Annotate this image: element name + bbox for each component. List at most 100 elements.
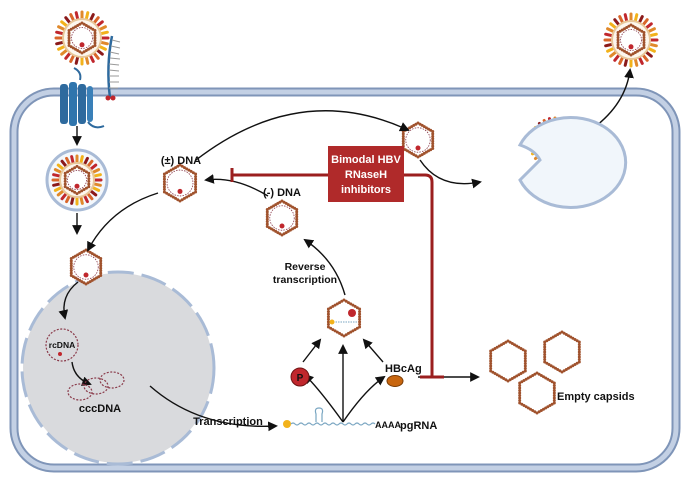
surface-protein bbox=[79, 195, 84, 205]
cccdna-label: cccDNA bbox=[79, 403, 121, 415]
surface-protein bbox=[613, 18, 621, 27]
surface-protein bbox=[644, 50, 653, 58]
viral-genome bbox=[71, 27, 93, 49]
surface-protein bbox=[74, 11, 80, 21]
virion-in-endosome bbox=[45, 148, 109, 212]
surface-protein bbox=[88, 189, 98, 197]
surface-protein bbox=[56, 163, 66, 171]
multivesicular-body bbox=[517, 116, 628, 209]
encapsidated-pgrna bbox=[329, 309, 358, 325]
polya-tail: AAAA bbox=[375, 420, 401, 430]
arrow-minus-to-plusminus bbox=[204, 174, 269, 197]
virion-entering bbox=[54, 10, 110, 66]
transcription-label: Transcription bbox=[193, 416, 263, 428]
surface-protein bbox=[648, 42, 658, 48]
ntcp-receptor bbox=[60, 67, 105, 129]
surface-protein bbox=[92, 182, 102, 187]
surface-protein bbox=[52, 173, 62, 178]
surface-protein bbox=[64, 51, 72, 60]
surface-protein bbox=[92, 51, 100, 60]
surface-protein bbox=[84, 11, 90, 21]
pgrna-strand bbox=[290, 422, 376, 426]
plus-minus-dna-label: (±) DNA bbox=[161, 155, 201, 167]
rcdna-label: rcDNA bbox=[49, 340, 75, 350]
capsid-shell bbox=[67, 21, 97, 55]
polymerase-label: P bbox=[297, 373, 304, 384]
surface-protein bbox=[633, 57, 639, 67]
arrow-to-secretion bbox=[195, 110, 410, 161]
surface-protein bbox=[86, 191, 94, 201]
surface-protein bbox=[69, 13, 76, 23]
capsid-shell bbox=[265, 199, 299, 237]
cccdna-circles bbox=[67, 371, 125, 401]
surface-protein bbox=[606, 27, 616, 34]
surface-protein bbox=[88, 13, 95, 23]
inhibitor-label-line1: Bimodal HBV bbox=[331, 154, 401, 166]
inhibitor-label-line2: RNaseH bbox=[345, 169, 387, 181]
arrows bbox=[58, 68, 634, 432]
inhibitor-lines bbox=[230, 168, 444, 379]
surface-protein bbox=[55, 40, 65, 46]
surface-protein bbox=[609, 50, 618, 58]
polymerase-dot bbox=[79, 42, 85, 48]
polymerase-dot bbox=[83, 272, 89, 278]
arrow-pgrna-to-hbcag bbox=[342, 375, 386, 423]
reverse-transcription-label-2: transcription bbox=[273, 274, 337, 286]
surface-protein bbox=[606, 46, 616, 53]
surface-protein bbox=[95, 20, 104, 28]
surface-protein bbox=[99, 40, 109, 46]
minus-dna-label: (-) DNA bbox=[263, 187, 301, 199]
surface-protein bbox=[56, 189, 66, 197]
reverse-transcription-label-1: Reverse bbox=[285, 261, 326, 273]
surface-protein bbox=[53, 185, 64, 192]
surface-protein bbox=[60, 48, 69, 56]
surface-protein bbox=[88, 163, 98, 171]
arrow-p-to-capsid bbox=[302, 338, 322, 363]
viral-genome bbox=[67, 170, 87, 190]
polymerase-dot bbox=[415, 145, 421, 151]
surface-protein bbox=[613, 53, 621, 62]
cell-membrane-inner bbox=[11, 89, 679, 471]
surface-protein bbox=[604, 42, 614, 48]
capsid-shell bbox=[63, 164, 91, 196]
arrow-nucleus-import bbox=[58, 281, 79, 320]
surface-protein bbox=[618, 15, 625, 25]
capsid-shell bbox=[616, 23, 646, 57]
surface-protein bbox=[92, 173, 102, 178]
surface-protein bbox=[648, 32, 658, 38]
surface-protein bbox=[60, 191, 68, 201]
surface-protein bbox=[82, 193, 89, 204]
empty-capsids-label: Empty capsids bbox=[557, 391, 635, 403]
pgrna-cap bbox=[283, 420, 291, 428]
capsid-shell bbox=[543, 330, 581, 374]
surface-protein bbox=[65, 156, 72, 167]
surface-protein bbox=[646, 27, 656, 34]
capsid-shell bbox=[518, 371, 556, 415]
surface-protein bbox=[70, 195, 75, 205]
surface-protein bbox=[79, 155, 84, 165]
surface-protein bbox=[57, 25, 67, 32]
surface-protein bbox=[60, 20, 69, 28]
capsid-minus-dna bbox=[265, 199, 299, 237]
capsid-shell bbox=[489, 339, 527, 383]
surface-protein bbox=[65, 193, 72, 204]
nucleus bbox=[23, 273, 213, 463]
surface-protein bbox=[99, 30, 109, 36]
surface-protein bbox=[74, 55, 80, 65]
surface-protein bbox=[646, 46, 656, 53]
surface-protein bbox=[69, 53, 76, 63]
surface-protein bbox=[95, 48, 104, 56]
polymerase-dot bbox=[279, 223, 285, 229]
surface-protein bbox=[52, 182, 62, 187]
surface-protein bbox=[92, 16, 100, 25]
surface-protein bbox=[86, 159, 94, 169]
nuclear-envelope bbox=[20, 270, 216, 466]
capsid-at-nucleus bbox=[69, 248, 103, 286]
capsid-shell bbox=[326, 298, 362, 338]
arrow-transcription bbox=[149, 385, 278, 432]
surface-protein bbox=[53, 168, 64, 175]
empty-capsid-1 bbox=[489, 339, 527, 383]
inhibitor-label-line3: inhibitors bbox=[341, 184, 391, 196]
surface-protein bbox=[641, 53, 649, 62]
